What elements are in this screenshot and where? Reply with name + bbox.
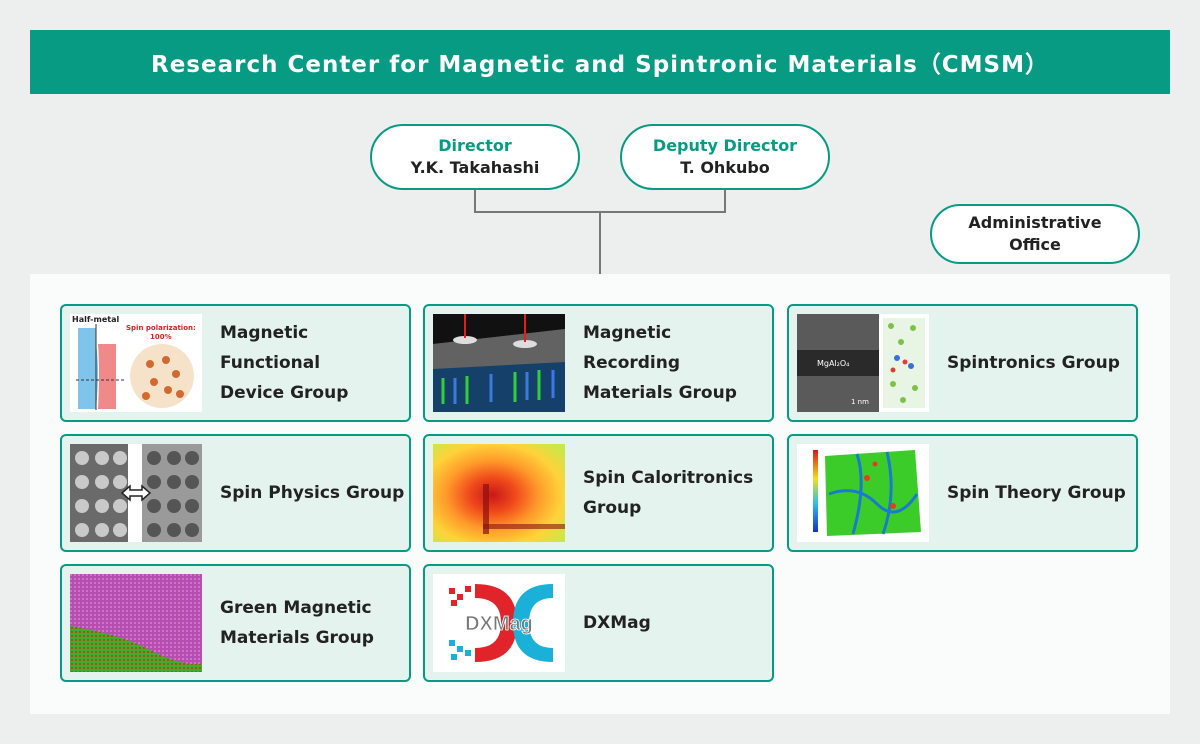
- director-role: Director: [438, 136, 512, 155]
- group-label: Spintronics Group: [947, 353, 1120, 373]
- connector-director: [474, 190, 476, 212]
- half-metal-figure: Half-metal Spin polarization: 100%: [70, 314, 202, 412]
- group-card-spintronics[interactable]: MgAl₂O₄ 1 nm Spintronics Group: [787, 304, 1138, 422]
- group-label: Spin Physics Group: [220, 483, 405, 503]
- deputy-director-role: Deputy Director: [652, 136, 798, 155]
- mgal2o4-text: MgAl₂O₄: [817, 359, 849, 368]
- recording-media-figure: [433, 314, 565, 412]
- tem-image-figure: MgAl₂O₄ 1 nm: [797, 314, 929, 412]
- group-card-magnetic-recording-materials[interactable]: Magnetic Recording Materials Group: [423, 304, 774, 422]
- berry-curvature-figure: [797, 444, 929, 542]
- half-metal-text: Half-metal: [72, 315, 119, 324]
- group-label: Green Magnetic Materials Group: [220, 598, 374, 648]
- skyrmion-lattice-figure: [70, 444, 202, 542]
- administrative-office-label: Administrative Office: [968, 213, 1102, 254]
- group-card-spin-theory[interactable]: Spin Theory Group: [787, 434, 1138, 552]
- spin-polarization-text: Spin polarization:: [126, 324, 196, 332]
- deputy-director-name: T. Ohkubo: [680, 158, 770, 177]
- thermal-map-figure: [433, 444, 565, 542]
- group-card-spin-caloritronics[interactable]: Spin Caloritronics Group: [423, 434, 774, 552]
- administrative-office-box: Administrative Office: [930, 204, 1140, 264]
- group-card-dxmag[interactable]: DXMag DXMag: [423, 564, 774, 682]
- dxmag-logo: DXMag: [433, 574, 565, 672]
- director-box: Director Y.K. Takahashi: [370, 124, 580, 190]
- connector-down: [599, 211, 601, 274]
- group-card-green-magnetic-materials[interactable]: Green Magnetic Materials Group: [60, 564, 411, 682]
- group-label: Magnetic Functional Device Group: [220, 323, 349, 403]
- spin-polarization-value: 100%: [150, 333, 172, 341]
- group-card-spin-physics[interactable]: Spin Physics Group: [60, 434, 411, 552]
- director-name: Y.K. Takahashi: [410, 158, 540, 177]
- group-label: Magnetic Recording Materials Group: [583, 323, 737, 403]
- connector-deputy: [724, 190, 726, 212]
- deputy-director-box: Deputy Director T. Ohkubo: [620, 124, 830, 190]
- dxmag-logo-text: DXMag: [465, 613, 533, 635]
- scale-bar-text: 1 nm: [851, 398, 869, 406]
- group-label: Spin Caloritronics Group: [583, 468, 754, 518]
- group-label: Spin Theory Group: [947, 483, 1126, 503]
- page-title: Research Center for Magnetic and Spintro…: [30, 30, 1170, 94]
- atom-probe-figure: [70, 574, 202, 672]
- group-card-magnetic-functional-device[interactable]: Half-metal Spin polarization: 100% Magne…: [60, 304, 411, 422]
- group-label: DXMag: [583, 613, 651, 633]
